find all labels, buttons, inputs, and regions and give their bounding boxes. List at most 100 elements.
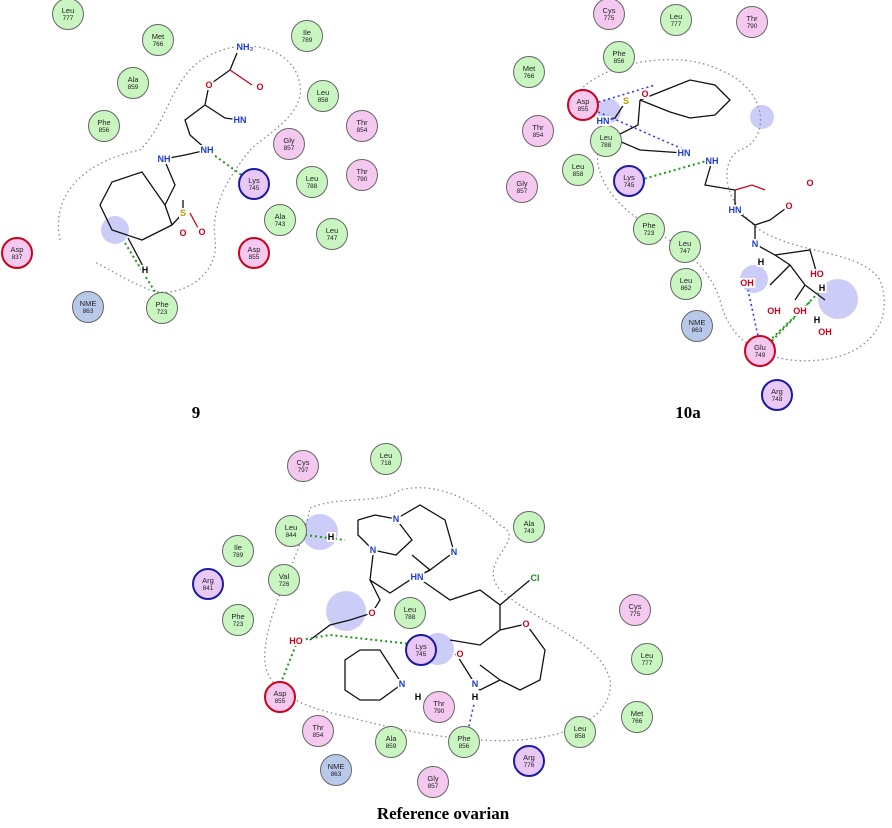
residue-number: 857: [516, 187, 528, 195]
residue-name: Leu: [599, 132, 613, 142]
residue-name: Ala: [385, 733, 397, 743]
residue-number: 790: [746, 22, 758, 30]
atom-label: HN: [676, 148, 692, 158]
cyclohexane-ref: [344, 649, 403, 701]
residue-number: 777: [641, 659, 653, 667]
residue-name: Gly: [516, 178, 528, 188]
atom-label: HN: [232, 115, 248, 125]
residue-number: 775: [603, 14, 615, 22]
aniline-ring-ref: [415, 569, 501, 646]
residue-name: Ala: [127, 74, 139, 84]
residue-number: 718: [380, 459, 392, 467]
residue-name: Asp: [576, 96, 590, 106]
residue-name: Cys: [628, 601, 642, 611]
residue-name: Leu: [403, 604, 417, 614]
residue-number: 789: [232, 551, 244, 559]
residue-number: 856: [613, 57, 625, 65]
residue-name: Ala: [523, 518, 535, 528]
residue-name: Phe: [612, 48, 626, 58]
residue-number: 788: [306, 182, 318, 190]
caption-10a: 10a: [675, 403, 701, 422]
residue-name: Glu: [754, 342, 766, 352]
residue-name: Thr: [356, 166, 368, 176]
residue-number: 854: [312, 731, 324, 739]
atom-label: O: [455, 649, 465, 659]
residue-number: 858: [317, 96, 329, 104]
residue-number: 745: [415, 650, 427, 658]
benzene-9: [99, 171, 173, 241]
residue-number: 788: [404, 613, 416, 621]
atom-label: NH₂: [235, 42, 255, 52]
residue-name: Lys: [248, 175, 260, 185]
sugar-oh2-10a: [804, 284, 826, 301]
residue-name: NME: [327, 761, 345, 771]
residue-name: Phe: [155, 299, 169, 309]
atom-label: H: [326, 532, 336, 542]
sugar-oh-10a: [769, 264, 791, 286]
residue-number: 743: [523, 527, 535, 535]
residue-number: 859: [385, 742, 397, 750]
residue-number: 790: [433, 707, 445, 715]
pocket-contour-10a: [579, 59, 885, 362]
carbonyl-10a: [734, 184, 766, 191]
residue-number: 766: [523, 72, 535, 80]
residue-number: 726: [278, 580, 290, 588]
residue-number: 863: [330, 770, 342, 778]
atom-label: N: [397, 679, 407, 689]
residue-name: Asp: [10, 244, 24, 254]
atom-label: O: [640, 89, 650, 99]
atom-label: H: [413, 692, 423, 702]
residue-name: Leu: [571, 161, 585, 171]
residue-name: Lys: [623, 172, 635, 182]
atom-label: O: [784, 201, 794, 211]
residue-number: 748: [771, 395, 783, 403]
atom-label: S: [178, 208, 188, 218]
residue-name: Leu: [379, 450, 393, 460]
carbonyl-9: [229, 69, 253, 86]
residue-name: Thr: [433, 698, 445, 708]
atom-label: HN: [409, 572, 425, 582]
residue-number: 856: [458, 742, 470, 750]
pi-phe723-9: [124, 242, 161, 301]
residue-number: 857: [283, 144, 295, 152]
atom-label: N: [470, 679, 480, 689]
residue-name: Thr: [312, 722, 324, 732]
residue-number: 863: [82, 307, 94, 315]
residue-name: NME: [79, 298, 97, 308]
residue-number: 723: [232, 620, 244, 628]
residue-number: 797: [297, 466, 309, 474]
atom-label: O: [178, 228, 188, 238]
exposure-blob: [750, 105, 774, 129]
residue-name: Thr: [356, 117, 368, 127]
hbond-lys745-10a: [639, 159, 711, 181]
atom-label: HN: [727, 205, 743, 215]
residue-number: 854: [532, 131, 544, 139]
residue-number: 766: [152, 40, 164, 48]
